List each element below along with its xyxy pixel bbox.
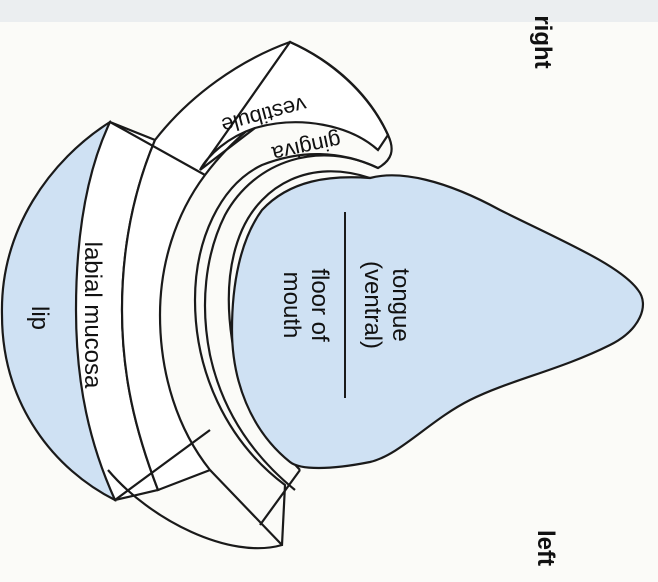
label-right: right [529,15,556,68]
label-floor-line1: floor of [306,268,333,342]
label-tongue-line2: (ventral) [359,261,386,349]
divider-bottom [209,469,283,546]
divider-lower-left [114,429,211,501]
gingiva-boundary [203,154,379,491]
label-left: left [532,530,559,566]
divider-vestibule [199,127,256,171]
divider-upper-left [109,121,206,176]
arch-outline [107,40,393,550]
label-lip: lip [26,306,53,330]
tongue-region [230,174,644,470]
divider-bottom-inner [259,469,301,526]
label-tongue-line1: tongue [387,268,414,341]
label-floor-line2: mouth [278,272,305,339]
top-edge-band [0,0,658,22]
label-labial-mucosa: labial mucosa [79,242,106,389]
